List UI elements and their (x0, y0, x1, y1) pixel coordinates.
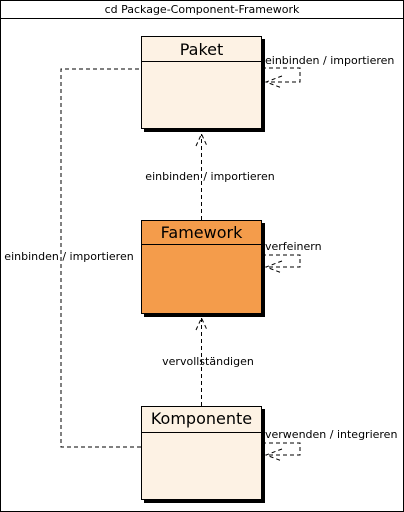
class-paket[interactable]: Paket (141, 36, 266, 133)
relation-komponente-to-paket-label: einbinden / importieren (4, 250, 133, 263)
class-komponente-name: Komponente (151, 409, 252, 428)
relation-framework-self-label: verfeinern (265, 240, 322, 253)
relation-framework-to-paket-label: einbinden / importieren (145, 170, 274, 183)
relation-paket-self[interactable]: einbinden / importieren (262, 54, 394, 89)
relation-paket-self-line (262, 67, 301, 83)
relation-komponente-self[interactable]: verwenden / integrieren (262, 428, 397, 462)
frame-title: cd Package-Component-Framework (105, 3, 300, 16)
class-framework-name: Famework (161, 223, 243, 242)
relation-komponente-to-framework[interactable]: vervollständigen (162, 316, 254, 406)
relation-framework-self-arrowhead (264, 260, 283, 274)
class-framework[interactable]: Famework (141, 220, 266, 318)
relation-komponente-self-label: verwenden / integrieren (265, 428, 397, 441)
relation-framework-self[interactable]: verfeinern (262, 240, 322, 274)
relation-komponente-to-paket-line (60, 68, 141, 448)
relation-paket-self-label: einbinden / importieren (265, 54, 394, 67)
relation-komponente-to-paket[interactable]: einbinden / importieren (4, 68, 141, 448)
relation-paket-self-arrowhead (264, 75, 283, 89)
relation-komponente-to-framework-arrowhead (195, 316, 208, 331)
relation-komponente-self-arrowhead (264, 448, 283, 462)
relation-framework-to-paket[interactable]: einbinden / importieren (145, 132, 275, 220)
class-paket-body (141, 36, 262, 129)
class-paket-name: Paket (180, 40, 224, 59)
relation-framework-to-paket-arrowhead (195, 132, 208, 147)
relation-komponente-to-framework-label: vervollständigen (162, 355, 254, 368)
class-komponente[interactable]: Komponente (141, 406, 266, 504)
class-framework-body (141, 220, 262, 314)
relation-framework-self-line (262, 254, 301, 268)
class-komponente-body (141, 406, 262, 500)
relation-komponente-self-line (262, 442, 301, 456)
